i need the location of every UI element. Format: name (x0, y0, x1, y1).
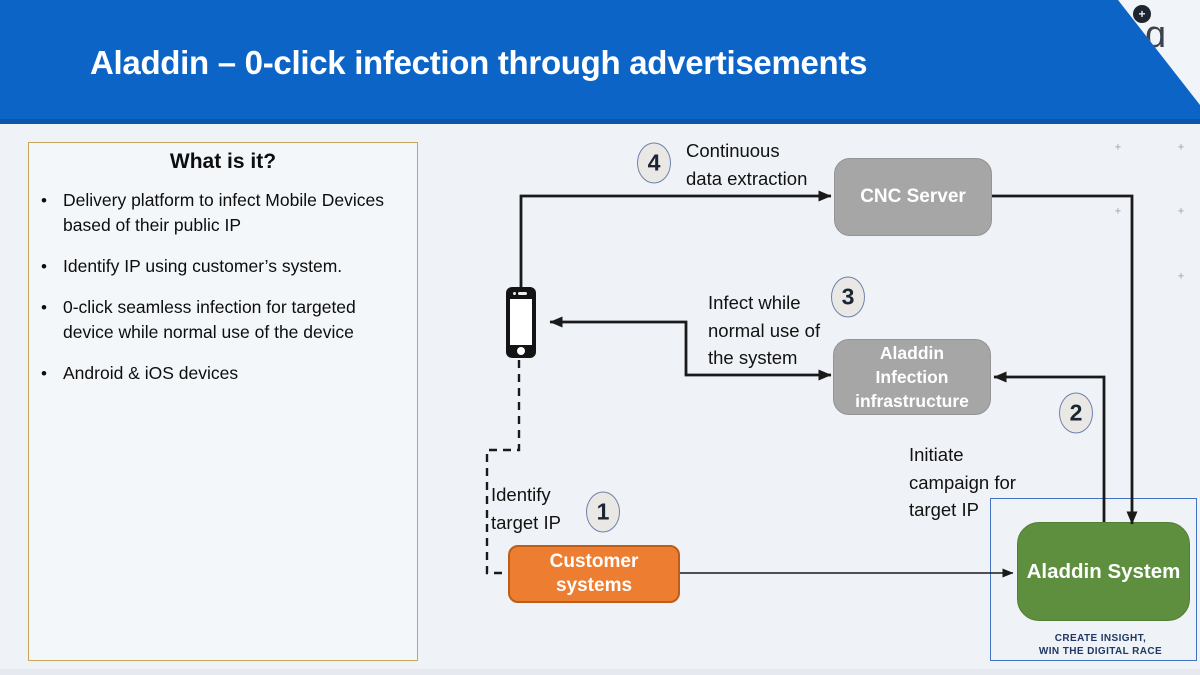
tagline-line: WIN THE DIGITAL RACE (1038, 646, 1163, 657)
label-line: Identify (491, 484, 551, 505)
bullet-text: Delivery platform to infect Mobile Devic… (63, 190, 384, 235)
node-label-line: infrastructure (855, 391, 969, 411)
bullet-icon: • (41, 257, 47, 276)
step-3-label: Infect while normal use of the system (708, 289, 820, 372)
bullet-icon: • (41, 298, 47, 317)
list-item: • Android & iOS devices (41, 361, 417, 386)
label-line: the system (708, 347, 798, 368)
notification-badge-icon: + (1133, 5, 1151, 23)
phone-camera-dot (513, 292, 516, 295)
mobile-phone-icon (506, 287, 536, 358)
label-line: Infect while (708, 292, 801, 313)
bullet-list: • Delivery platform to infect Mobile Dev… (29, 188, 417, 386)
grid-plus-mark: + (1114, 141, 1122, 154)
grid-plus-mark: + (1177, 141, 1185, 154)
node-label-line: Aladdin (879, 343, 945, 363)
label-line: campaign for (909, 471, 1016, 493)
bullet-text: Identify IP using customer’s system. (63, 256, 343, 276)
step-2-badge: 2 (1059, 392, 1093, 434)
panel-heading: What is it? (169, 150, 277, 173)
label-line: normal use of (708, 319, 821, 341)
label-line: target IP (909, 499, 979, 520)
list-item: • Identify IP using customer’s system. (41, 254, 417, 279)
flow-phone-to-cnc (519, 190, 832, 287)
what-is-it-panel: What is it? • Delivery platform to infec… (28, 142, 418, 661)
page-title: Aladdin – 0-click infection through adve… (90, 44, 868, 81)
tagline-line: CREATE INSIGHT, (1054, 633, 1147, 644)
watermark-letter: ɑ (1145, 14, 1167, 56)
list-item: • 0-click seamless infection for targete… (41, 295, 417, 345)
bullet-text: Android & iOS devices (63, 363, 239, 383)
phone-home-button (517, 347, 525, 355)
step-4-badge: 4 (637, 142, 671, 184)
customer-systems-node: Customer systems (508, 545, 680, 603)
bullet-icon: • (41, 364, 47, 383)
grid-plus-mark: + (1114, 205, 1122, 218)
step-4-label: Continuous data extraction (686, 137, 807, 192)
label-line: target IP (491, 511, 561, 533)
cnc-server-node: CNC Server (834, 158, 992, 236)
node-label-line: Infection (875, 367, 949, 387)
label-line: data extraction (686, 167, 808, 189)
flow-identify-target-ip-dashed (485, 360, 521, 575)
list-item: • Delivery platform to infect Mobile Dev… (41, 188, 417, 238)
header-bar: Aladdin – 0-click infection through adve… (0, 0, 1200, 124)
step-1-label: Identify target IP (491, 481, 561, 536)
node-label: CNC Server (860, 186, 966, 207)
node-label: Aladdin System (1026, 559, 1181, 583)
bullet-text: 0-click seamless infection for targeted … (63, 297, 356, 342)
aladdin-system-node: Aladdin System (1017, 522, 1190, 621)
corner-notch: + ɑ (1118, 0, 1200, 105)
infection-infrastructure-node: Aladdin Infection infrastructure (833, 339, 991, 415)
label-line: Initiate (909, 444, 964, 465)
grid-plus-mark: + (1177, 205, 1185, 218)
node-label-line: systems (555, 575, 633, 596)
node-label-line: Customer (549, 551, 639, 572)
bottom-strip (0, 669, 1200, 675)
grid-plus-mark: + (1177, 270, 1185, 283)
phone-speaker (518, 292, 527, 295)
bullet-icon: • (41, 191, 47, 210)
phone-screen (510, 299, 532, 345)
step-1-badge: 1 (586, 491, 620, 533)
step-3-badge: 3 (831, 276, 865, 318)
tagline: CREATE INSIGHT, WIN THE DIGITAL RACE (990, 632, 1197, 658)
label-line: Continuous (686, 140, 780, 161)
step-2-label: Initiate campaign for target IP (909, 441, 1016, 524)
